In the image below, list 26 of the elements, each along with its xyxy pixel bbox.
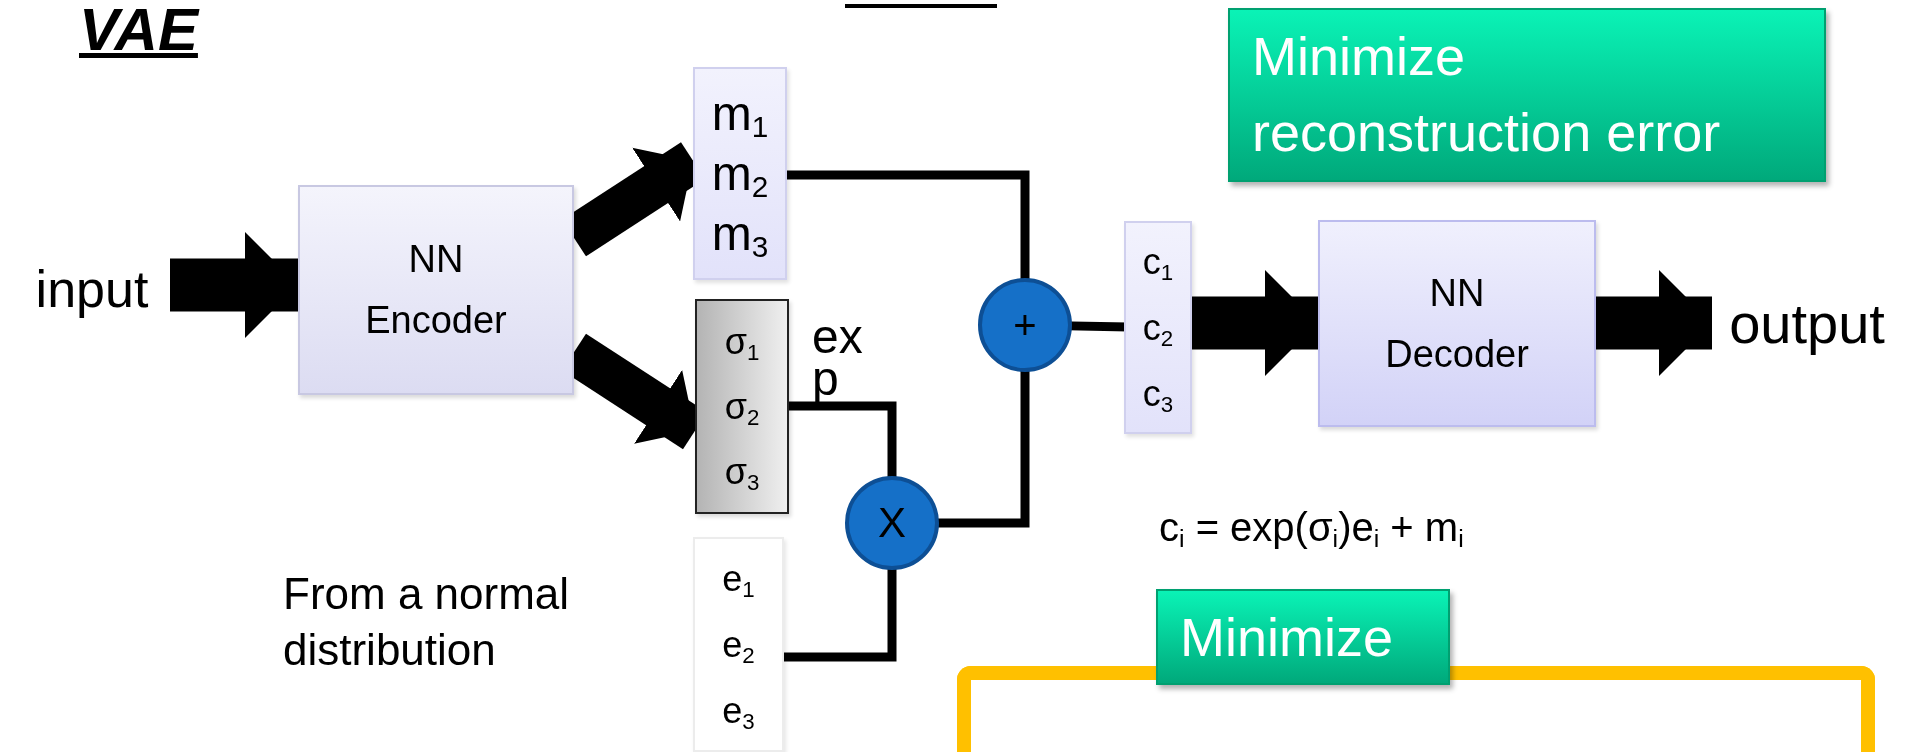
objective-box — [1156, 589, 1450, 685]
operator-symbol: + — [1013, 302, 1037, 348]
loss-frame — [957, 666, 1875, 752]
input-label: input — [14, 258, 170, 320]
note-text: From a normal distribution — [283, 568, 571, 676]
block-arrow — [170, 232, 298, 338]
formula-text: c$_{i}$ = exp(σ$_{i}$)e$_{i}$ + m$_{i}$ — [1159, 504, 1465, 552]
sigma-vector-box — [695, 299, 789, 514]
box-label: NN Encoder — [365, 237, 507, 343]
vector-label: m$_{1}$ m$_{2}$ m$_{3}$ — [711, 85, 769, 264]
latent-vector-box — [1124, 221, 1192, 434]
noise-vector-box — [693, 537, 784, 752]
vector-label: e$_{1}$ e$_{2}$ e$_{3}$ — [722, 556, 755, 736]
vector-label: c$_{1}$ c$_{2}$ c$_{3}$ — [1142, 239, 1174, 419]
output-label: output — [1712, 290, 1902, 356]
decoder-box — [1318, 220, 1596, 427]
vector-label: σ$_{1}$ σ$_{2}$ σ$_{3}$ — [724, 320, 760, 497]
operator-symbol: X — [878, 499, 906, 547]
objective-text: Minimize — [1180, 605, 1394, 669]
encoder-box — [298, 185, 574, 395]
mean-vector-box — [693, 67, 787, 280]
objective-text: Minimize reconstruction error — [1252, 25, 1722, 164]
objective-box — [1228, 8, 1826, 182]
box-label: NN Decoder — [1385, 270, 1529, 377]
block-arrow — [1596, 270, 1712, 376]
diagram-title: VAE — [79, 0, 198, 60]
